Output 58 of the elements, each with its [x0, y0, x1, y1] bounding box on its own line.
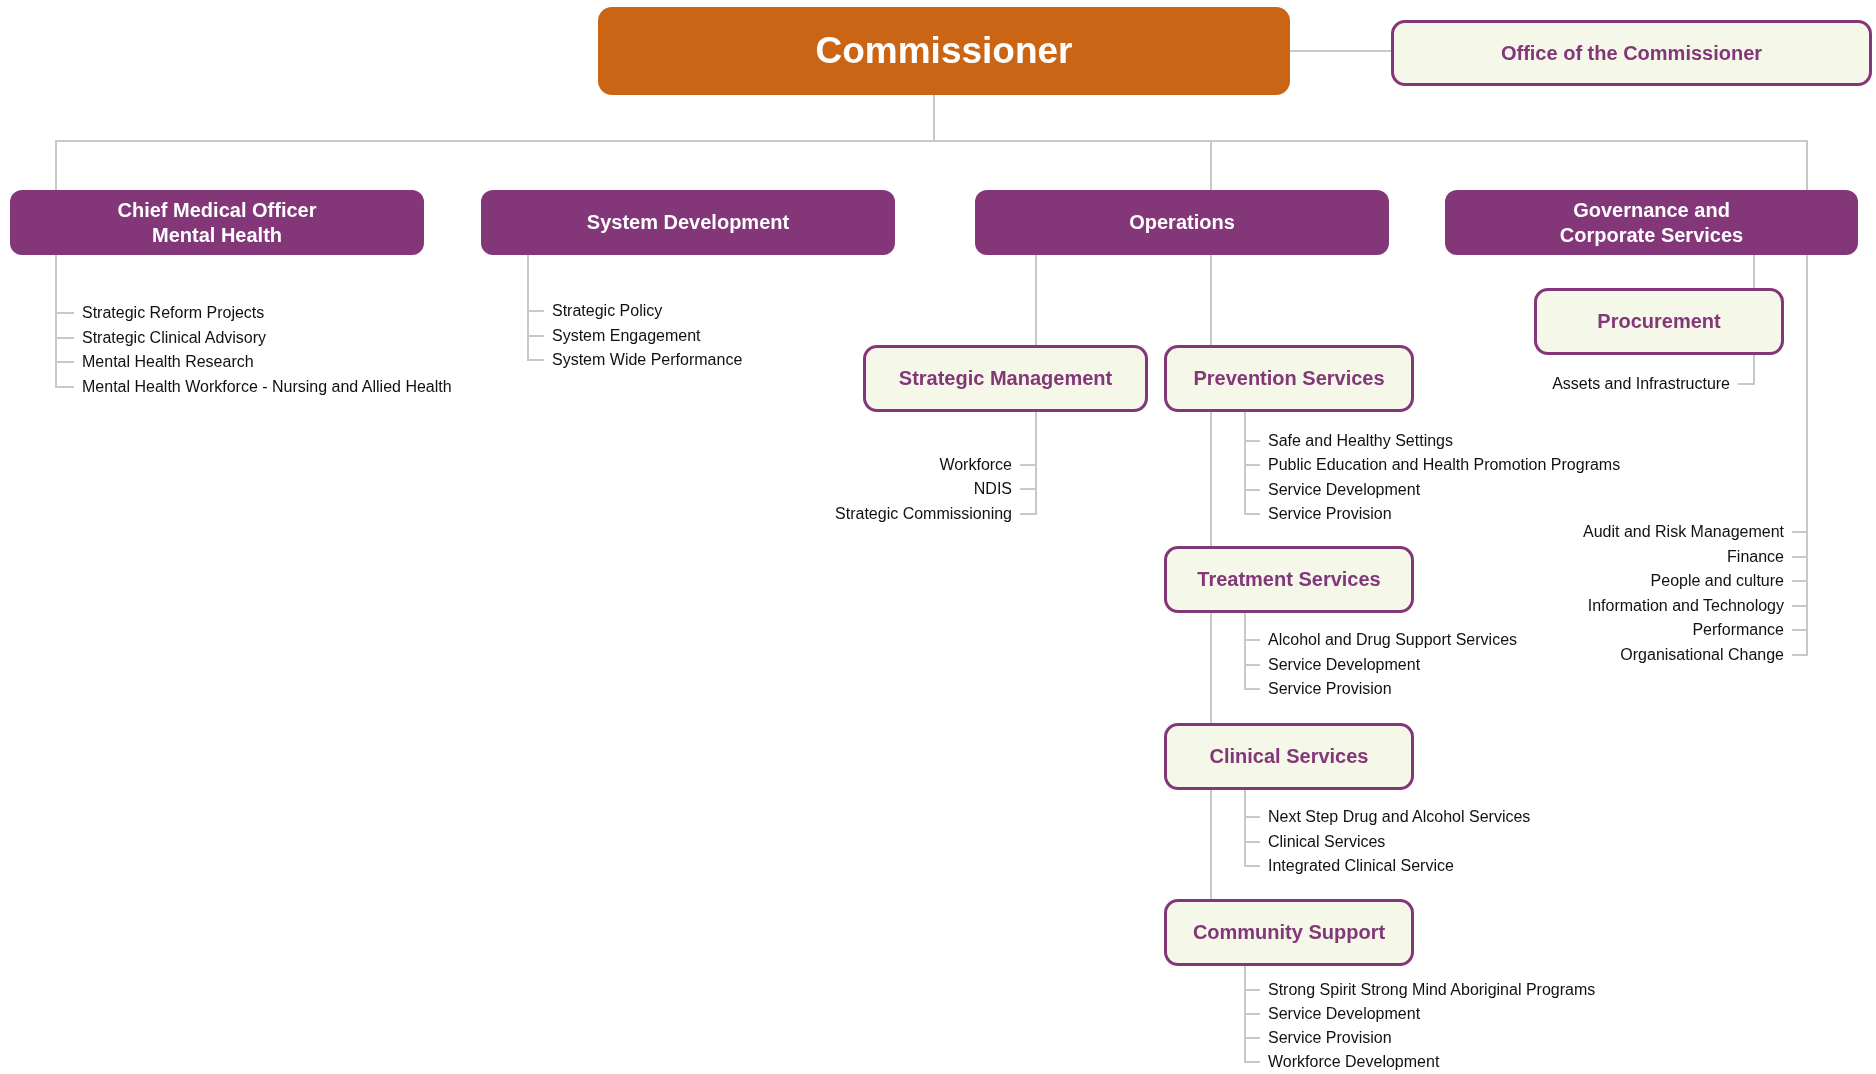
unit-label: Service Development [1268, 481, 1421, 499]
unit-label: Audit and Risk Management [1583, 523, 1784, 541]
unit-label: Workforce Development [1268, 1053, 1440, 1071]
unit-box: Procurement [1534, 288, 1784, 355]
unit-label: NDIS [973, 480, 1012, 498]
unit-label: Service Provision [1268, 505, 1392, 523]
connector-line [1244, 411, 1261, 515]
unit-label: Service Development [1268, 656, 1421, 674]
connector-line [1210, 411, 1212, 547]
unit-label: Integrated Clinical Service [1268, 857, 1454, 875]
unit-label: Workforce [939, 456, 1012, 474]
connector-line [1289, 50, 1392, 52]
unit-label: Strong Spirit Strong Mind Aboriginal Programs [1268, 981, 1596, 999]
commissioner-box: Commissioner [598, 7, 1290, 95]
connector-line [1210, 254, 1212, 346]
unit-label: Strategic Reform Projects [82, 304, 265, 322]
connector-line [1244, 965, 1261, 1063]
unit-label: Public Education and Health Promotion Programs [1268, 456, 1621, 474]
division-box: System Development [481, 190, 895, 255]
unit-label: Information and Technology [1587, 597, 1784, 615]
unit-label: Next Step Drug and Alcohol Services [1268, 808, 1531, 826]
unit-label: Service Development [1268, 1005, 1421, 1023]
connector-line [1210, 612, 1212, 724]
unit-label: Assets and Infrastructure [1552, 375, 1730, 393]
connector-line [1019, 411, 1037, 515]
unit-label: Mental Health Research [82, 353, 254, 371]
unit-box: Community Support [1164, 899, 1414, 966]
unit-label: Mental Health Workforce - Nursing and Allied Health [82, 378, 452, 396]
division-box: Chief Medical Officer Mental Health [10, 190, 424, 255]
unit-label: Strategic Clinical Advisory [82, 329, 267, 347]
unit-label: Strategic Commissioning [835, 505, 1012, 523]
unit-label: System Wide Performance [552, 351, 743, 369]
division-box: Governance and Corporate Services [1445, 190, 1858, 255]
connector-line [1244, 612, 1261, 690]
connector-line [1753, 254, 1755, 289]
connector-line [527, 254, 545, 361]
connector-line [1737, 354, 1755, 385]
connector-line [55, 254, 75, 388]
unit-box: Treatment Services [1164, 546, 1414, 613]
unit-box: Office of the Commissioner [1391, 20, 1872, 86]
unit-label: Organisational Change [1620, 646, 1784, 664]
unit-label: Finance [1727, 548, 1784, 566]
unit-label: Service Provision [1268, 680, 1392, 698]
unit-label: Strategic Policy [552, 302, 663, 320]
division-box: Operations [975, 190, 1389, 255]
unit-label: Alcohol and Drug Support Services [1268, 631, 1518, 649]
unit-label: Safe and Healthy Settings [1268, 432, 1453, 450]
unit-box: Strategic Management [863, 345, 1148, 412]
unit-label: System Engagement [552, 327, 701, 345]
unit-label: People and culture [1650, 572, 1784, 590]
connector-line [1210, 789, 1212, 900]
connector-line [1035, 254, 1037, 346]
unit-label: Clinical Services [1268, 833, 1386, 851]
connector-line [1244, 789, 1261, 867]
unit-box: Clinical Services [1164, 723, 1414, 790]
unit-label: Service Provision [1268, 1029, 1392, 1047]
unit-box: Prevention Services [1164, 345, 1414, 412]
unit-label: Performance [1692, 621, 1784, 639]
